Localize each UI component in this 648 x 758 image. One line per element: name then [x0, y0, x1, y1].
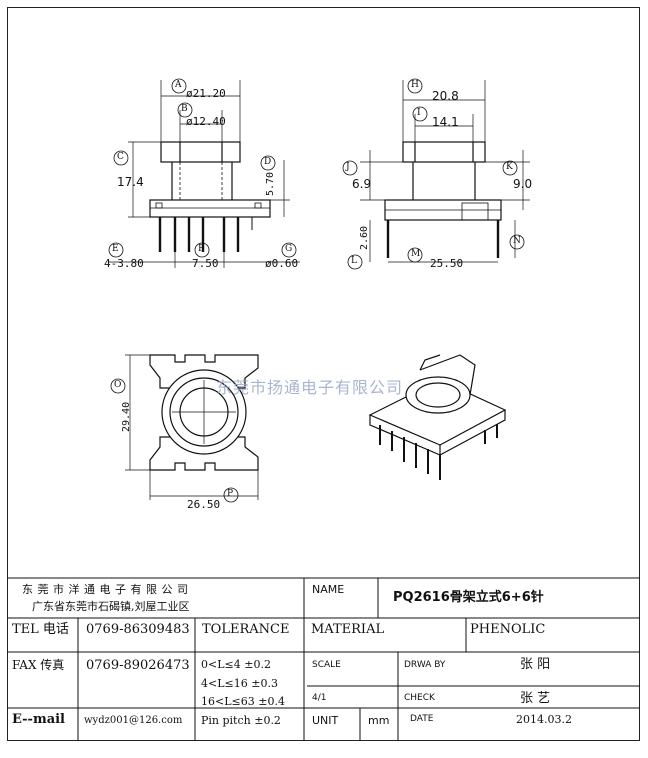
fax-label: FAX 传真 [12, 658, 65, 672]
check-value: 张 艺 [520, 691, 551, 706]
ref-m: M [411, 249, 421, 259]
ref-k: K [506, 162, 513, 172]
company-address: 广东省东莞市石碣镇,刘屋工业区 [32, 600, 190, 613]
unit-label: UNIT [312, 714, 339, 727]
scale-value: 4/1 [312, 693, 327, 703]
drawby-label: DRWA BY [404, 660, 446, 670]
tolerance-row-3: 16<L≤63 ±0.4 [201, 695, 285, 708]
dim-i: 14.1 [432, 115, 459, 129]
ref-n: N [513, 236, 521, 246]
name-label: NAME [312, 583, 345, 596]
dim-j: 6.9 [352, 177, 372, 191]
front-view [108, 78, 300, 268]
drawing-border [7, 7, 640, 741]
company-name: 东 莞 市 洋 通 电 子 有 限 公 司 [22, 583, 189, 596]
dim-m: 25.50 [430, 257, 464, 270]
date-label: DATE [410, 714, 434, 724]
tolerance-row-4: Pin pitch ±0.2 [201, 714, 281, 727]
isometric-view [368, 354, 507, 480]
tolerance-row-1: 0<L≤4 ±0.2 [201, 658, 271, 671]
drawby-value: 张 阳 [520, 657, 551, 672]
ref-e: E [112, 244, 119, 254]
fax-value: 0769-89026473 [86, 658, 190, 673]
ref-l: L [351, 256, 357, 266]
check-label: CHECK [404, 693, 435, 703]
ref-f: F [198, 244, 205, 254]
tolerance-label: TOLERANCE [202, 622, 290, 637]
tel-value: 0769-86309483 [86, 622, 190, 637]
ref-d: D [264, 157, 272, 167]
date-value: 2014.03.2 [516, 713, 572, 726]
unit-value: mm [368, 714, 390, 727]
part-name: PQ2616骨架立式6+6针 [393, 590, 544, 605]
dim-l: 2.60 [359, 225, 370, 250]
top-view [110, 354, 259, 503]
ref-a: A [175, 80, 182, 90]
dim-o: 29.40 [121, 401, 132, 432]
dim-e: 4-3.80 [104, 257, 144, 270]
dim-a: ø21.20 [186, 87, 226, 100]
dim-h: 20.8 [432, 89, 459, 103]
dim-f: 7.50 [192, 257, 219, 270]
ref-p: P [227, 489, 234, 499]
ref-o: O [114, 380, 122, 390]
dim-g: ø0.60 [265, 257, 299, 270]
email-label: E--mail [12, 712, 65, 727]
dim-c: 17.4 [117, 175, 144, 189]
ref-g: G [285, 244, 293, 254]
scale-label: SCALE [312, 660, 341, 670]
email-value: wydz001@126.com [84, 715, 183, 726]
company-watermark: 东莞市扬通电子有限公司 [216, 378, 404, 397]
ref-b: B [181, 104, 188, 114]
ref-i: I [417, 108, 421, 118]
dim-p: 26.50 [187, 498, 221, 511]
ref-j: J [346, 162, 350, 172]
tolerance-row-2: 4<L≤16 ±0.3 [201, 677, 278, 690]
dim-d: 5.70 [265, 171, 276, 196]
material-value: PHENOLIC [470, 622, 546, 637]
dim-k: 9.0 [513, 177, 533, 191]
ref-c: C [117, 152, 124, 162]
tel-label: TEL 电话 [12, 622, 69, 637]
ref-h: H [411, 80, 419, 90]
side-view [342, 78, 530, 270]
dim-b: ø12.40 [186, 115, 226, 128]
material-label: MATERIAL [311, 622, 385, 637]
title-block-grid [7, 577, 640, 741]
